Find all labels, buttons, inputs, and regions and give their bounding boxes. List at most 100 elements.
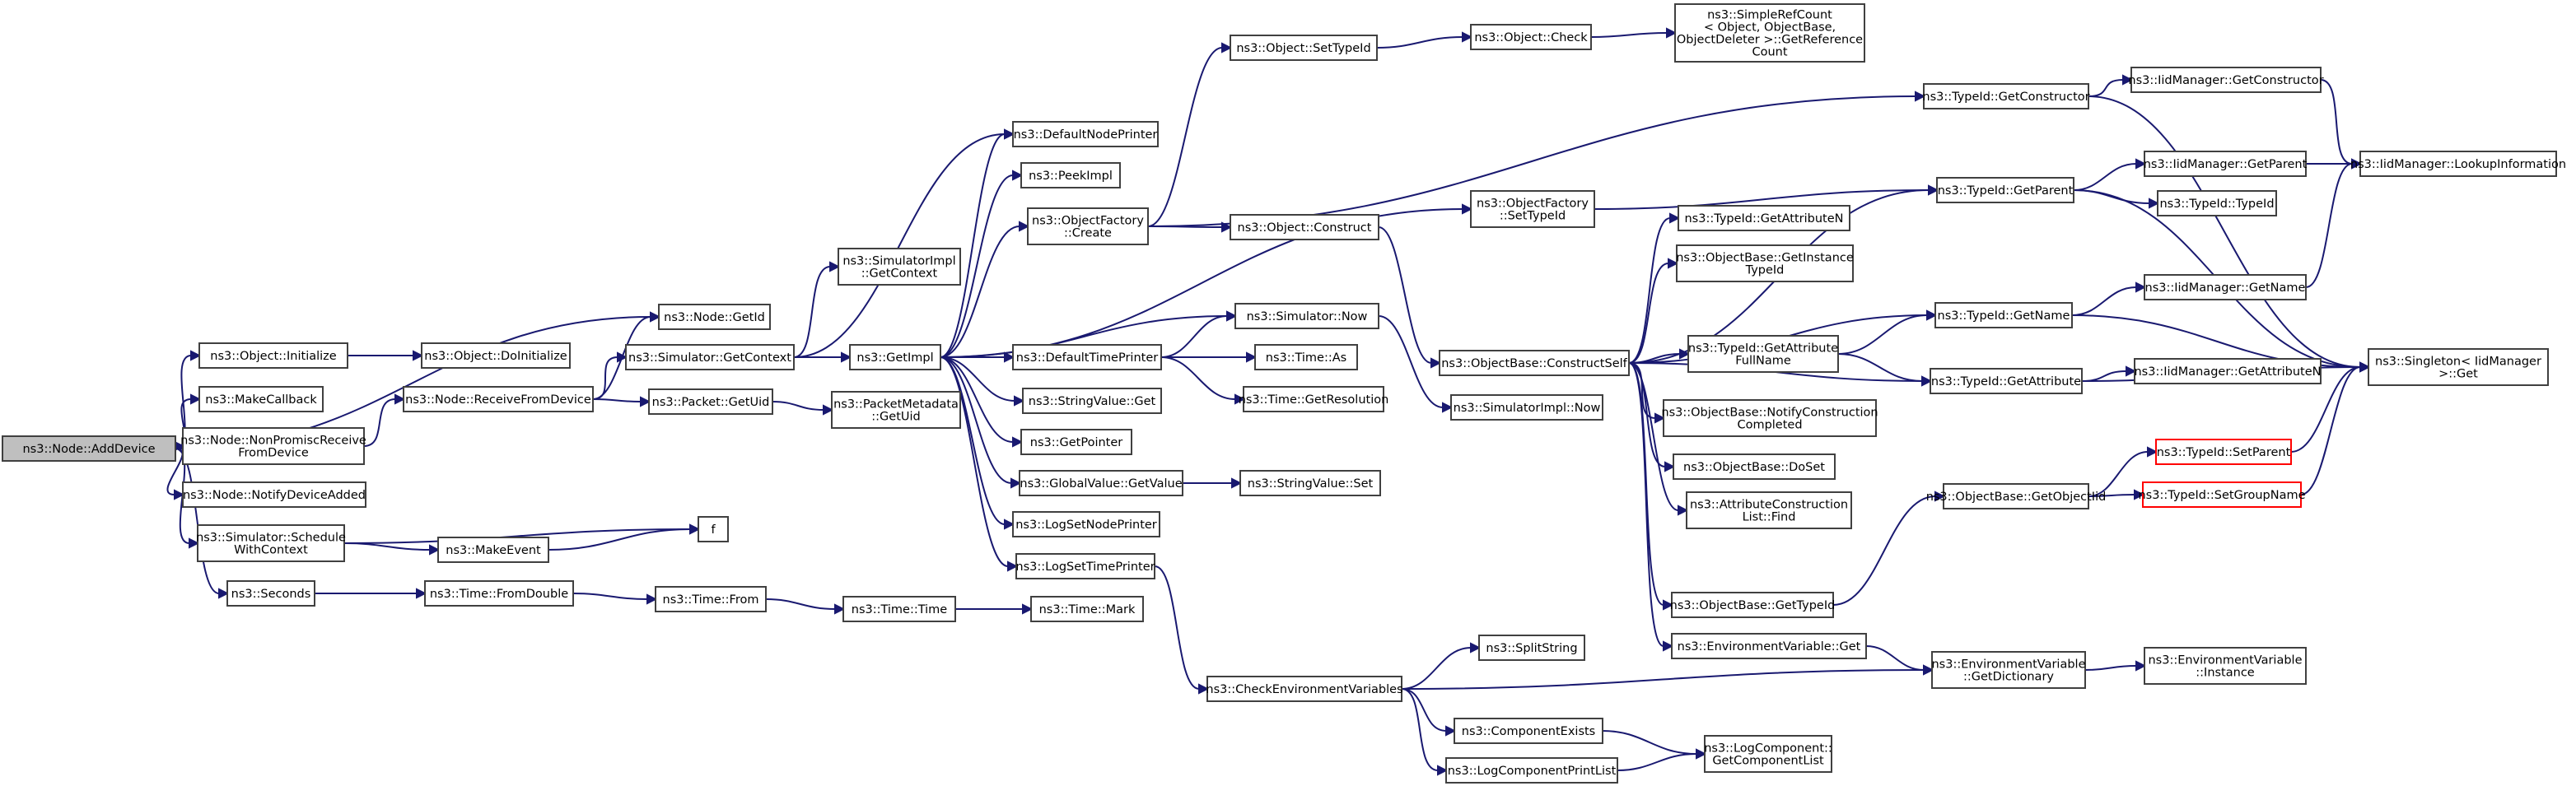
node-logCompPrint[interactable]: ns3::LogComponentPrintList <box>1445 757 1618 784</box>
edge-line <box>765 598 836 610</box>
edge-arrowhead <box>2135 660 2147 672</box>
node-simImplGetCtx[interactable]: ns3::SimulatorImpl::GetContext <box>838 248 961 286</box>
node-logSetTimePrinter[interactable]: ns3::LogSetTimePrinter <box>1015 553 1155 579</box>
node-nodeGetId[interactable]: ns3::Node::GetId <box>658 304 771 330</box>
edge-line <box>2073 163 2137 191</box>
edge-arrowhead <box>1221 42 1233 53</box>
edge-line <box>2088 451 2149 497</box>
node-timeAs[interactable]: ns3::Time::As <box>1254 344 1358 370</box>
edge-arrowhead <box>1921 375 1933 387</box>
node-label: ns3::ObjectBase::GetInstance <box>1676 252 1854 265</box>
node-getImpl[interactable]: ns3::GetImpl <box>849 344 941 370</box>
node-logCompGetList[interactable]: ns3::LogComponent::GetComponentList <box>1704 735 1832 773</box>
node-objSetTypeId[interactable]: ns3::Object::SetTypeId <box>1230 35 1378 61</box>
node-singletonGet[interactable]: ns3::Singleton< IidManager >::Get <box>2368 348 2549 386</box>
node-box <box>842 596 956 622</box>
node-gvGetValue[interactable]: ns3::GlobalValue::GetValue <box>1019 470 1183 496</box>
node-ofSetTypeId[interactable]: ns3::ObjectFactory::SetTypeId <box>1470 190 1595 228</box>
node-envInstance[interactable]: ns3::EnvironmentVariable::Instance <box>2144 647 2307 685</box>
node-iidGetCtor[interactable]: ns3::IidManager::GetConstructor <box>2128 67 2324 93</box>
node-timeGetRes[interactable]: ns3::Time::GetResolution <box>1239 386 1389 412</box>
edge-line <box>1628 217 1671 364</box>
node-obGetTypeId[interactable]: ns3::ObjectBase::GetTypeId <box>1670 592 1836 618</box>
node-srcGetRef[interactable]: ns3::SimpleRefCount< Object, ObjectBase,… <box>1674 3 1865 63</box>
node-timeTime[interactable]: ns3::Time::Time <box>842 596 956 622</box>
edge-defTimePrinter-to-simNow <box>1160 310 1238 358</box>
node-tidGetAttr[interactable]: ns3::TypeId::GetAttribute <box>1930 368 2083 394</box>
edge-arrowhead <box>1663 599 1674 611</box>
node-label: ns3::Time::Time <box>852 603 948 616</box>
node-makeEvent[interactable]: ns3::MakeEvent <box>437 537 549 563</box>
node-doInitialize[interactable]: ns3::Object::DoInitialize <box>421 342 571 369</box>
edge-arrowhead <box>218 588 230 599</box>
node-envGet[interactable]: ns3::EnvironmentVariable::Get <box>1671 633 1867 659</box>
node-obGetObjTid[interactable]: ns3::ObjectBase::GetObjectIid <box>1926 483 2107 509</box>
edge-arrowhead <box>1678 505 1689 516</box>
node-iidGetParent[interactable]: ns3::IidManager::GetParent <box>2144 151 2308 177</box>
node-timeMark[interactable]: ns3::Time::Mark <box>1030 596 1144 622</box>
node-peekImpl[interactable]: ns3::PeekImpl <box>1020 162 1121 188</box>
node-strValGet[interactable]: ns3::StringValue::Get <box>1022 388 1162 414</box>
node-getPointer[interactable]: ns3::GetPointer <box>1020 429 1132 455</box>
node-objCheck[interactable]: ns3::Object::Check <box>1470 24 1592 50</box>
edge-gvGetValue-to-strValSet <box>1183 477 1243 489</box>
edge-logCompPrint-to-logCompGetList <box>1617 748 1707 771</box>
node-addDevice[interactable]: ns3::Node::AddDevice <box>2 435 176 462</box>
edge-line <box>772 401 824 411</box>
edge-line <box>940 356 1012 484</box>
node-notifyDevAdded[interactable]: ns3::Node::NotifyDeviceAdded <box>182 481 366 508</box>
node-checkEnv[interactable]: ns3::CheckEnvironmentVariables <box>1206 676 1403 702</box>
node-tidGetCtor[interactable]: ns3::TypeId::GetConstructor <box>1922 83 2090 109</box>
node-iidLookup[interactable]: ns3::IidManager::LookupInformation <box>2350 151 2566 177</box>
node-timeFrom[interactable]: ns3::Time::From <box>655 586 767 612</box>
node-objFactCreate[interactable]: ns3::ObjectFactory::Create <box>1027 207 1149 245</box>
node-envGetDict[interactable]: ns3::EnvironmentVariable::GetDictionary <box>1931 651 2086 689</box>
node-tidSetGroup[interactable]: ns3::TypeId::SetGroupName <box>2138 481 2306 508</box>
node-objConstruct[interactable]: ns3::Object::Construct <box>1230 214 1379 240</box>
node-logSetNodePrinter[interactable]: ns3::LogSetNodePrinter <box>1012 511 1160 537</box>
node-simImplNow[interactable]: ns3::SimulatorImpl::Now <box>1450 394 1603 421</box>
node-fromDouble[interactable]: ns3::Time::FromDouble <box>424 580 574 607</box>
node-f[interactable]: f <box>698 516 729 542</box>
node-defNodePrinter[interactable]: ns3::DefaultNodePrinter <box>1012 121 1159 147</box>
node-pktGetUid[interactable]: ns3::Packet::GetUid <box>648 388 773 415</box>
node-constructSelf[interactable]: ns3::ObjectBase::ConstructSelf <box>1439 350 1630 376</box>
node-makeCallback[interactable]: ns3::MakeCallback <box>198 386 324 412</box>
node-obNotifyConstr[interactable]: ns3::ObjectBase::NotifyConstructionCompl… <box>1661 399 1878 437</box>
node-simNow[interactable]: ns3::Simulator::Now <box>1234 303 1379 329</box>
edge-arrowhead <box>1012 170 1024 181</box>
edge-getImpl-to-peekImpl <box>940 170 1024 358</box>
node-simGetContext[interactable]: ns3::Simulator::GetContext <box>625 344 795 370</box>
node-compExists[interactable]: ns3::ComponentExists <box>1454 718 1603 744</box>
node-box <box>1027 207 1149 245</box>
node-tidGetName[interactable]: ns3::TypeId::GetName <box>1934 302 2073 328</box>
node-tidTypeId[interactable]: ns3::TypeId::TypeId <box>2157 190 2277 216</box>
node-seconds[interactable]: ns3::Seconds <box>226 580 315 607</box>
edge-arrowhead <box>189 537 200 549</box>
node-strValSet[interactable]: ns3::StringValue::Set <box>1239 470 1381 496</box>
node-tidSetParent[interactable]: ns3::TypeId::SetParent <box>2155 439 2292 465</box>
edge-arrowhead <box>1462 31 1473 43</box>
node-iidGetName[interactable]: ns3::IidManager::GetName <box>2144 274 2307 300</box>
node-pmGetUid[interactable]: ns3::PacketMetadata::GetUid <box>831 391 961 429</box>
edge-arrowhead <box>2122 74 2134 86</box>
node-objInitialize[interactable]: ns3::Object::Initialize <box>198 342 348 369</box>
node-defTimePrinter[interactable]: ns3::DefaultTimePrinter <box>1012 344 1162 370</box>
node-splitString[interactable]: ns3::SplitString <box>1478 635 1585 661</box>
node-tidGetAttrN[interactable]: ns3::TypeId::GetAttributeN <box>1678 205 1850 231</box>
node-label: ns3::TypeId::SetGroupName <box>2138 489 2305 502</box>
edge-arrowhead <box>689 523 701 535</box>
node-obDoSet[interactable]: ns3::ObjectBase::DoSet <box>1673 453 1836 480</box>
node-box <box>1478 635 1585 661</box>
node-label: ns3::IidManager::LookupInformation <box>2350 158 2566 171</box>
node-recvFromDev[interactable]: ns3::Node::ReceiveFromDevice <box>403 386 594 412</box>
edge-arrowhead <box>1664 461 1676 472</box>
node-tidGetParent[interactable]: ns3::TypeId::GetParent <box>1936 177 2074 203</box>
node-iidGetAttrN[interactable]: ns3::IidManager::GetAttributeN <box>2134 358 2322 384</box>
